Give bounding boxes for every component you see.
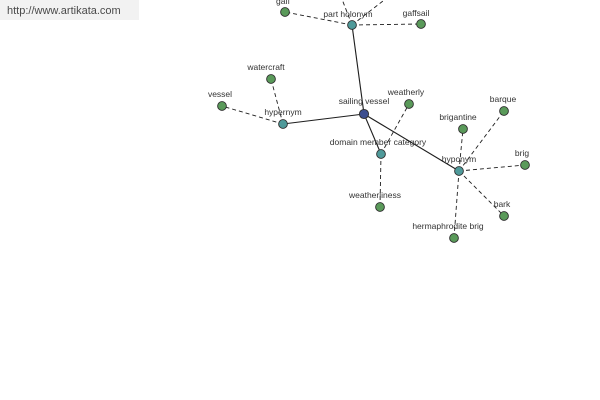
node-bark[interactable] xyxy=(499,211,509,221)
label-domain-member-category[interactable]: domain member category xyxy=(330,137,427,147)
label-brigantine[interactable]: brigantine xyxy=(439,112,477,122)
label-part-holonym[interactable]: part holonym xyxy=(323,9,372,19)
label-hermaphrodite-brig[interactable]: hermaphrodite brig xyxy=(412,221,484,231)
node-gaffsail[interactable] xyxy=(416,19,426,29)
edge-domain-member-category-to-weatherly xyxy=(380,103,410,155)
label-watercraft[interactable]: watercraft xyxy=(246,62,285,72)
edge-hyponym-to-brigantine xyxy=(458,128,464,172)
edge-part-holonym-to-gaff xyxy=(284,11,353,26)
node-layer xyxy=(217,7,530,243)
node-part-holonym[interactable] xyxy=(347,20,357,30)
label-sailing-vessel[interactable]: sailing vessel xyxy=(339,96,390,106)
label-vessel[interactable]: vessel xyxy=(208,89,232,99)
node-weatherliness[interactable] xyxy=(375,202,385,212)
edge-sailing-vessel-to-part-holonym xyxy=(351,24,365,115)
label-barque[interactable]: barque xyxy=(490,94,517,104)
node-hyponym[interactable] xyxy=(454,166,464,176)
edge-part-holonym-to-holonym-leaf-2 xyxy=(351,0,385,26)
node-brig[interactable] xyxy=(520,160,530,170)
label-weatherliness[interactable]: weatherliness xyxy=(348,190,401,200)
edge-sailing-vessel-to-domain-member-category xyxy=(363,113,382,155)
edge-hyponym-to-barque xyxy=(458,110,505,172)
node-sailing-vessel[interactable] xyxy=(358,108,370,120)
edge-part-holonym-to-gaffsail xyxy=(351,23,422,26)
label-weatherly[interactable]: weatherly xyxy=(387,87,425,97)
label-layer: sailing vessel part holonym hypernym domain… xyxy=(208,0,529,231)
edge-sailing-vessel-to-hyponym xyxy=(363,113,460,172)
node-hermaphrodite-brig[interactable] xyxy=(449,233,459,243)
label-hypernym[interactable]: hypernym xyxy=(264,107,301,117)
node-domain-member-category[interactable] xyxy=(376,149,386,159)
edge-layer xyxy=(221,0,526,239)
source-url[interactable]: http://www.artikata.com xyxy=(0,0,139,20)
label-gaff[interactable]: gaff xyxy=(276,0,291,6)
node-hypernym[interactable] xyxy=(278,119,288,129)
node-vessel[interactable] xyxy=(217,101,227,111)
edge-hypernym-to-vessel xyxy=(221,105,284,125)
edge-domain-member-category-to-weatherliness xyxy=(379,153,382,208)
edge-hyponym-to-bark xyxy=(458,170,505,217)
edge-hypernym-to-watercraft xyxy=(270,78,284,125)
node-watercraft[interactable] xyxy=(266,74,276,84)
node-brigantine[interactable] xyxy=(458,124,468,134)
label-gaffsail[interactable]: gaffsail xyxy=(403,8,430,18)
label-brig[interactable]: brig xyxy=(515,148,529,158)
edge-sailing-vessel-to-hypernym xyxy=(282,113,365,125)
node-barque[interactable] xyxy=(499,106,509,116)
node-weatherly[interactable] xyxy=(404,99,414,109)
edge-part-holonym-to-holonym-leaf-1 xyxy=(341,0,353,26)
edge-hyponym-to-brig xyxy=(458,164,526,172)
node-gaff[interactable] xyxy=(280,7,290,17)
label-hyponym[interactable]: hyponym xyxy=(442,154,477,164)
label-bark[interactable]: bark xyxy=(494,199,511,209)
